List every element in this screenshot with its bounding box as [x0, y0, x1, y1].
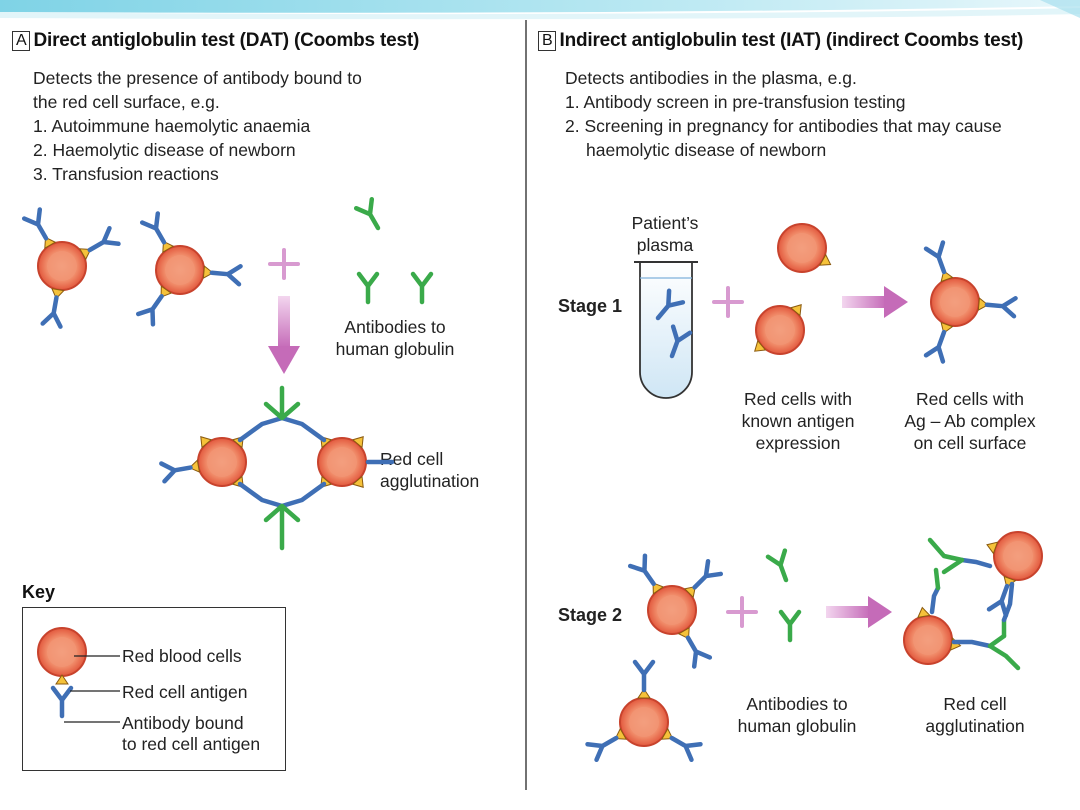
panel-a-description-line: the red cell surface, e.g.: [33, 92, 220, 112]
label-line: known antigen: [741, 411, 855, 431]
panel-b-description-line: Detects antibodies in the plasma, e.g.: [565, 68, 857, 88]
label-line: agglutination: [380, 471, 480, 491]
arrow-right-icon: [826, 596, 892, 628]
panel-a-item: 3. Transfusion reactions: [33, 164, 219, 184]
arrow-right-icon: [842, 286, 908, 318]
stage-1-label: Stage 1: [558, 296, 623, 316]
panel-b-item: 1. Antibody screen in pre-transfusion te…: [565, 92, 906, 112]
dat-agglutination: [161, 385, 395, 551]
panel-a-agglutination-label: Red cell agglutination: [380, 448, 479, 492]
panel-b-agglutination-label: Red cell agglutination: [905, 693, 1045, 737]
label-line: Antibodies to: [344, 317, 446, 337]
plus-icon: [712, 286, 744, 318]
label-line: to red cell antigen: [122, 734, 261, 754]
label-line: Red cells with: [744, 389, 852, 409]
label-line: Red cell: [943, 694, 1007, 714]
label-line: human globulin: [335, 339, 455, 359]
label-line: on cell surface: [913, 433, 1027, 453]
stage-2-label: Stage 2: [558, 605, 623, 625]
label-line: plasma: [636, 235, 694, 255]
plus-icon: [726, 596, 758, 628]
iat-agglutination: [903, 531, 1043, 671]
panel-a-antibodies-label: Antibodies to human globulin: [325, 316, 465, 360]
panel-a-letter: A: [12, 31, 31, 51]
plasma-tube-icon: [634, 261, 698, 399]
key-antigen-label: Red cell antigen: [122, 682, 248, 702]
complex-label: Red cells with Ag – Ab complex on cell s…: [890, 388, 1050, 454]
panel-b-title-text: Indirect antiglobulin test (IAT) (indire…: [559, 30, 1024, 51]
header-swoosh: [0, 0, 1080, 20]
panel-a-item: 1. Autoimmune haemolytic anaemia: [33, 116, 311, 136]
label-line: Red cells with: [916, 389, 1024, 409]
key-title: Key: [22, 582, 56, 602]
panel-a-description: Detects the presence of antibody bound t…: [33, 66, 362, 186]
iat-complex-cell: [926, 243, 1016, 362]
key-rbc-icon: [37, 627, 87, 677]
panel-a-description-line: Detects the presence of antibody bound t…: [33, 68, 362, 88]
dat-cell-right: [138, 214, 240, 325]
key-antibody-icon: [53, 688, 71, 716]
label-line: expression: [755, 433, 841, 453]
plasma-label: Patient’s plasma: [610, 212, 720, 256]
dat-cell-left: [24, 210, 118, 327]
label-line: agglutination: [925, 716, 1025, 736]
panel-a-item: 2. Haemolytic disease of newborn: [33, 140, 296, 160]
panel-b-antibodies-label: Antibodies to human globulin: [722, 693, 872, 737]
key-antibody-label: Antibody bound to red cell antigen: [122, 713, 260, 755]
label-line: Antibody bound: [122, 713, 244, 733]
label-line: Patient’s: [631, 213, 699, 233]
label-line: Antibodies to: [746, 694, 848, 714]
panel-b-item: 2. Screening in pregnancy for antibodies…: [565, 116, 1002, 136]
panel-b-letter: B: [538, 31, 557, 51]
arrow-down-icon: [268, 296, 300, 374]
key-box: [22, 607, 286, 771]
panel-b-item: haemolytic disease of newborn: [586, 140, 827, 160]
known-antigen-label: Red cells with known antigen expression: [728, 388, 868, 454]
label-line: Red cell: [380, 449, 444, 469]
label-line: human globulin: [737, 716, 857, 736]
plus-icon: [268, 248, 300, 280]
key-rbc-label: Red blood cells: [122, 646, 242, 666]
panel-b-description: Detects antibodies in the plasma, e.g. 1…: [565, 66, 1002, 162]
label-line: Ag – Ab complex: [904, 411, 1036, 431]
panel-a-title-text: Direct antiglobulin test (DAT) (Coombs t…: [33, 30, 420, 51]
